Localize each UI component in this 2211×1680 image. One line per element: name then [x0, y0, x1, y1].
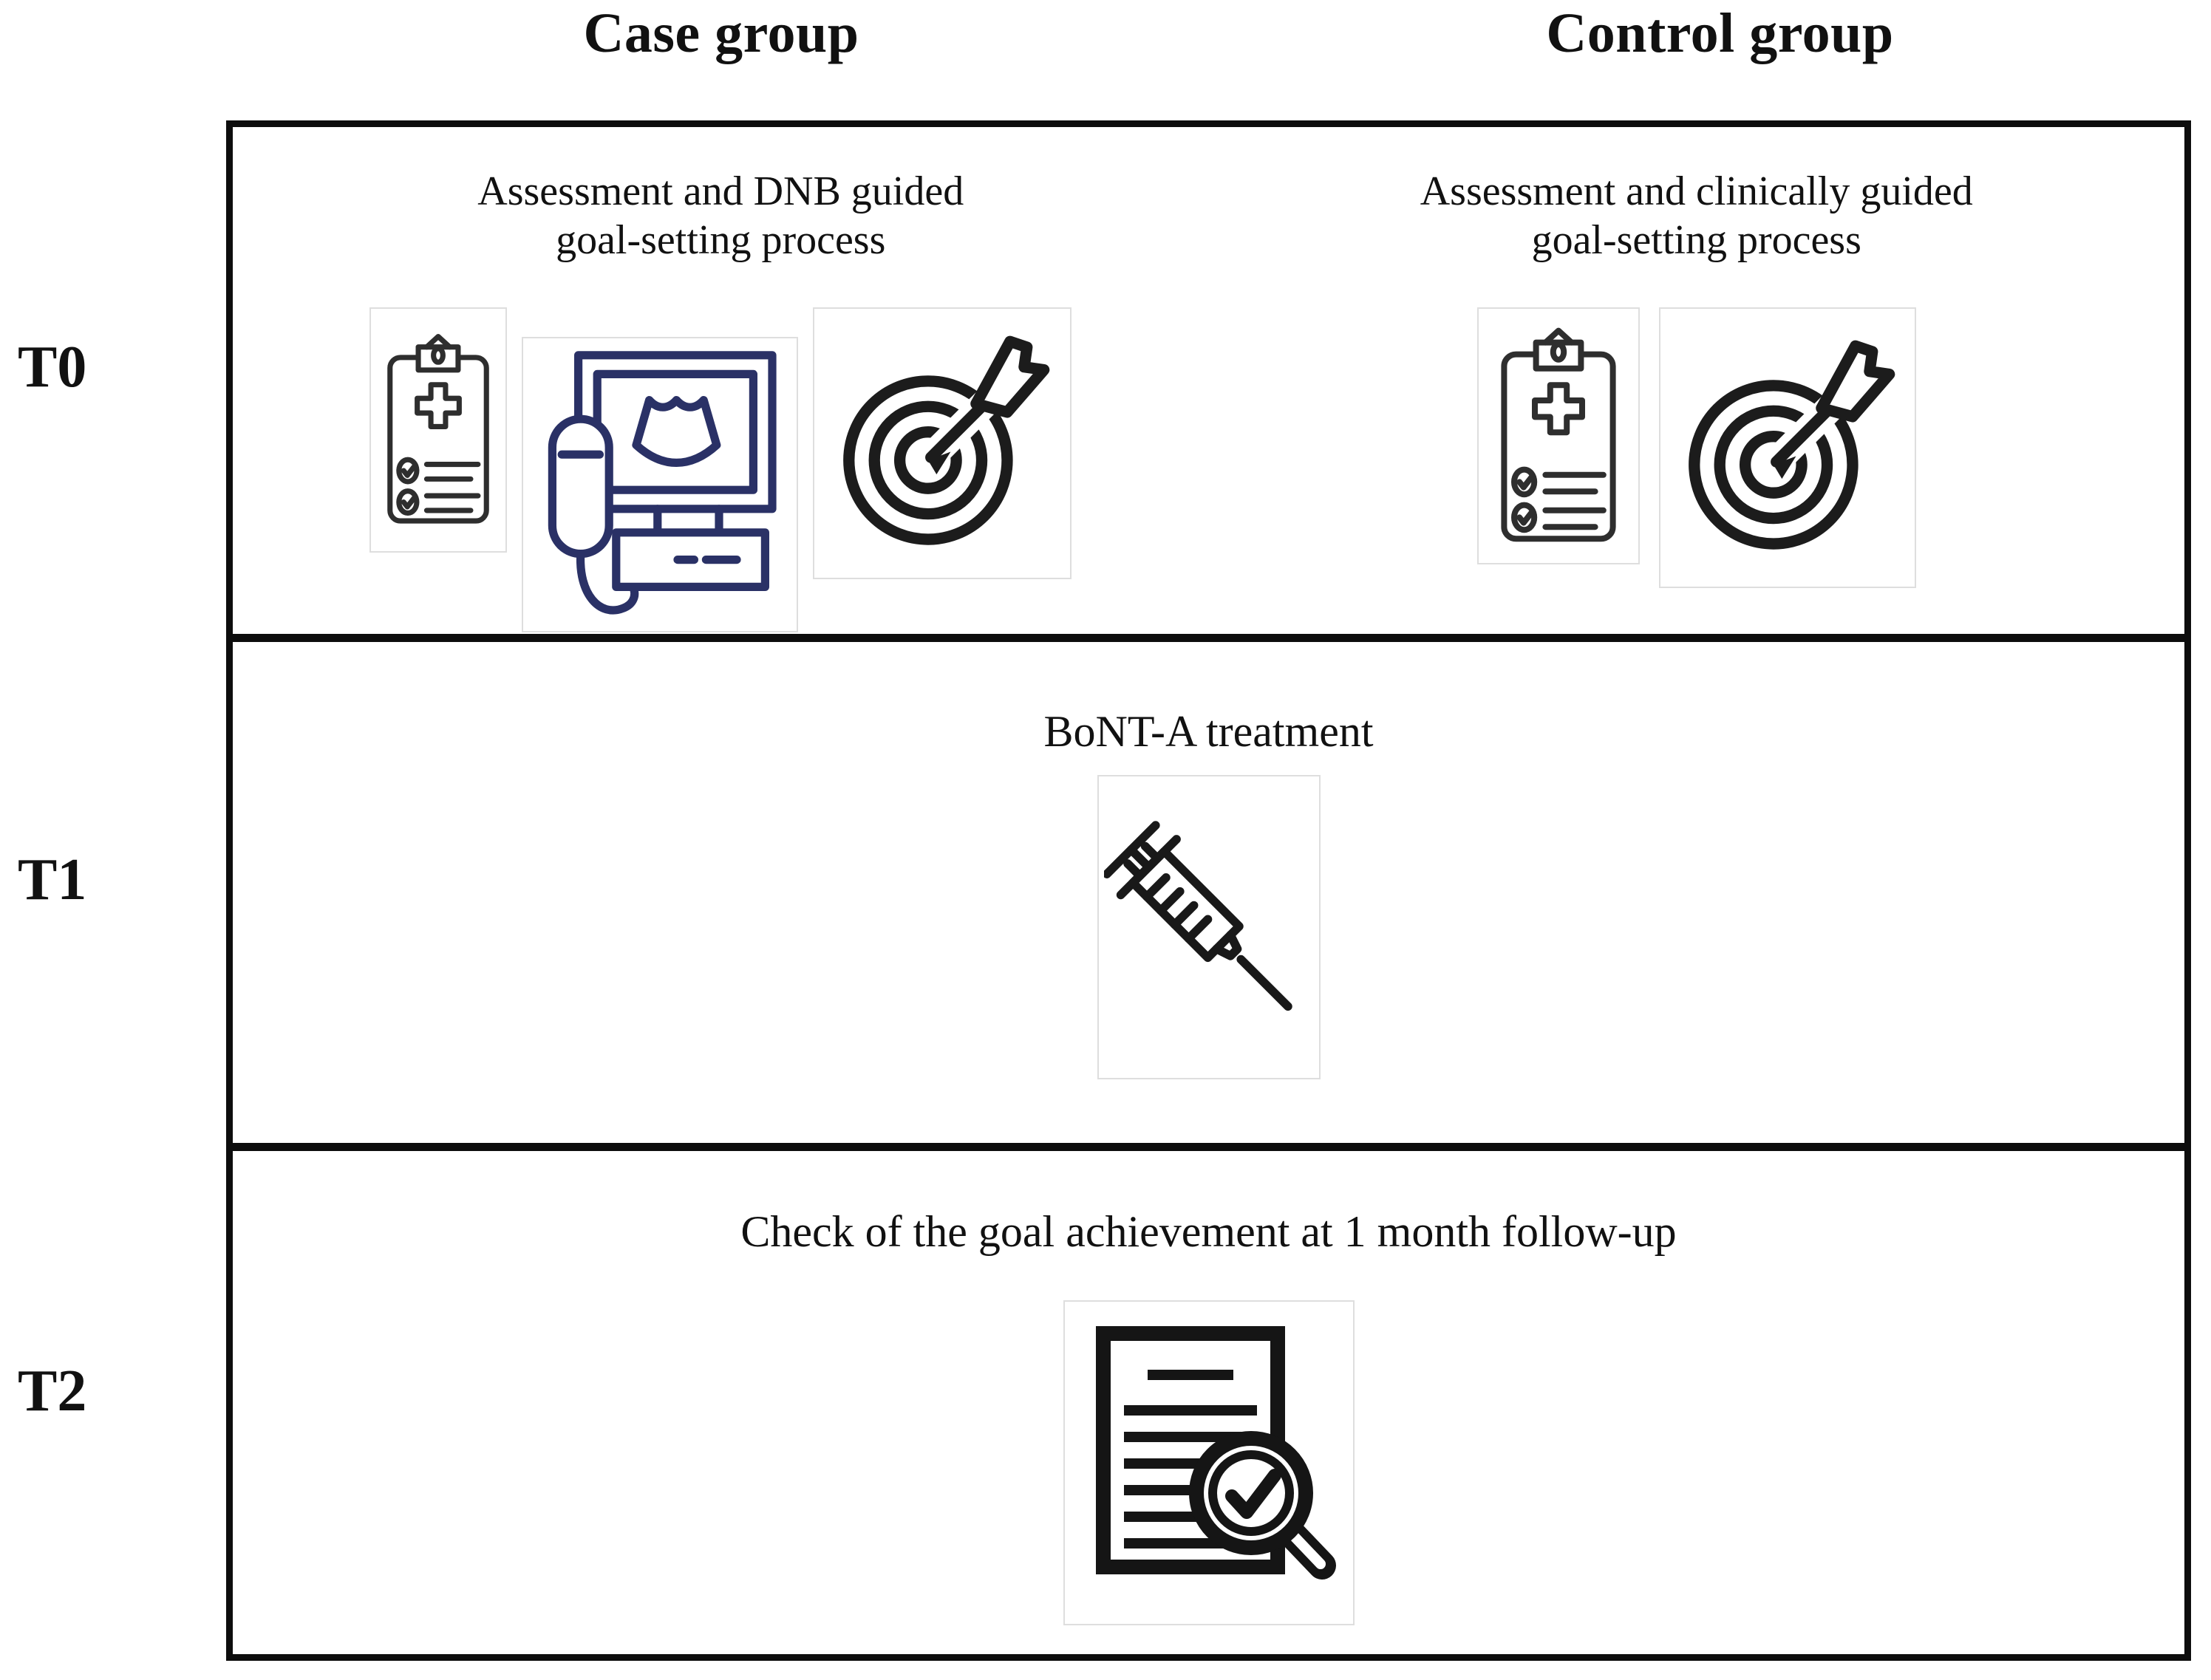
- icon-box-syringe: [1097, 775, 1321, 1080]
- t0-control-caption: Assessment and clinically guided goal-se…: [1420, 167, 1973, 264]
- t0-case-caption-line2: goal-setting process: [556, 217, 886, 263]
- medical-checklist-icon: [387, 334, 490, 524]
- control-group-header: Control group: [1546, 2, 1894, 64]
- timepoint-label-t1: T1: [18, 847, 87, 912]
- icon-box-ultrasound-scanner: [522, 337, 799, 632]
- row-t2: Check of the goal achievement at 1 month…: [233, 1142, 2184, 1654]
- study-design-table: Assessment and DNB guided goal-setting p…: [226, 120, 2191, 1661]
- t1-caption: BoNT-A treatment: [1043, 707, 1374, 757]
- medical-checklist-icon: [1501, 327, 1616, 542]
- t0-control-caption-line1: Assessment and clinically guided: [1420, 168, 1973, 214]
- t0-control-cell: Assessment and clinically guided goal-se…: [1209, 127, 2185, 634]
- t2-caption: Check of the goal achievement at 1 month…: [740, 1206, 1677, 1256]
- document-check-magnifier-icon: [1095, 1325, 1336, 1580]
- t0-case-cell: Assessment and DNB guided goal-setting p…: [233, 127, 1209, 634]
- icon-box-medical-checklist: [369, 307, 508, 553]
- t0-case-caption: Assessment and DNB guided goal-setting p…: [477, 167, 964, 264]
- icon-box-medical-checklist: [1476, 307, 1640, 564]
- goal-target-arrow-icon: [1688, 340, 1895, 550]
- t0-case-icons: [369, 307, 1072, 632]
- syringe-icon: [1103, 821, 1292, 1011]
- t0-case-caption-line1: Assessment and DNB guided: [477, 168, 964, 214]
- icon-box-document-check: [1063, 1300, 1355, 1625]
- row-t0: Assessment and DNB guided goal-setting p…: [233, 127, 2184, 634]
- goal-target-arrow-icon: [843, 335, 1050, 545]
- icon-box-goal-target: [1658, 307, 1916, 588]
- t0-control-caption-line2: goal-setting process: [1531, 217, 1861, 263]
- icon-box-goal-target: [813, 307, 1072, 579]
- t0-control-icons: [1476, 307, 1916, 588]
- case-group-header: Case group: [583, 2, 859, 64]
- ultrasound-scanner-icon: [548, 351, 777, 615]
- timepoint-label-t0: T0: [18, 335, 87, 400]
- timepoint-label-t2: T2: [18, 1359, 87, 1424]
- row-t1: BoNT-A treatment: [233, 634, 2184, 1142]
